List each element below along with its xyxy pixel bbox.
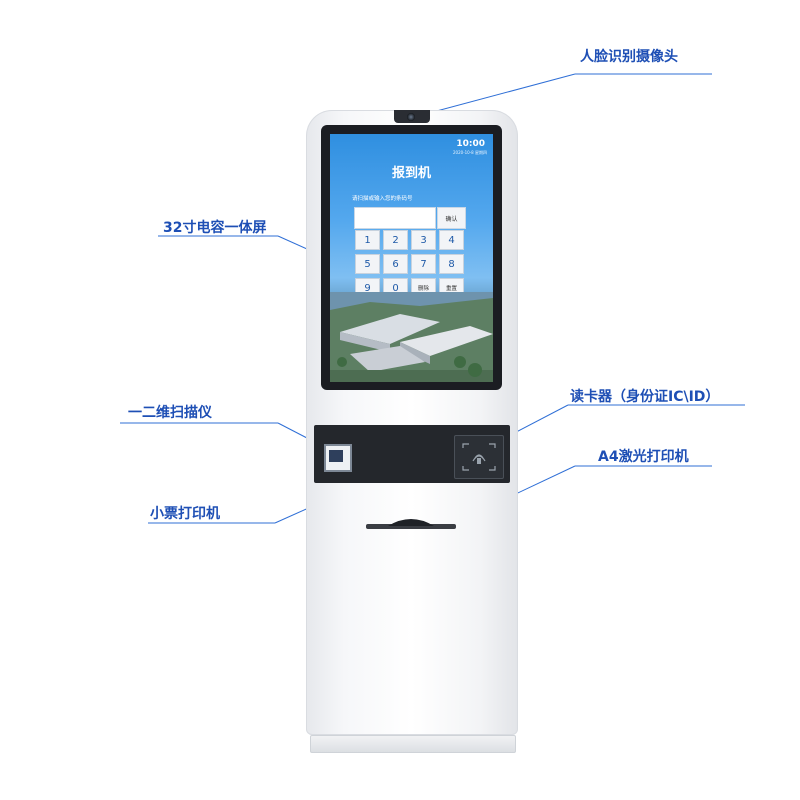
card-reader-icon (462, 443, 496, 471)
camera-lens-icon (407, 113, 415, 121)
key-2[interactable]: 2 (383, 230, 408, 250)
leader-face-camera-diag (417, 73, 576, 117)
screen-title: 报到机 (391, 166, 431, 181)
barcode-input[interactable] (354, 207, 436, 229)
key-6[interactable]: 6 (383, 254, 408, 274)
screen-date: 2020-10-8 星期四 (453, 150, 487, 155)
scanner-window-icon (329, 450, 343, 462)
callout-ticket-printer: 小票打印机 (150, 506, 220, 522)
card-reader (454, 435, 504, 479)
kiosk-base (310, 735, 516, 753)
key-7[interactable]: 7 (411, 254, 436, 274)
key-4[interactable]: 4 (439, 230, 464, 250)
key-3[interactable]: 3 (411, 230, 436, 250)
key-8[interactable]: 8 (439, 254, 464, 274)
key-1[interactable]: 1 (355, 230, 380, 250)
a4-printer-slot (366, 519, 456, 529)
screen-time: 10:00 (456, 139, 485, 149)
callout-face-camera: 人脸识别摄像头 (580, 49, 678, 65)
callout-screen: 32寸电容一体屏 (163, 220, 267, 236)
callout-a4-printer: A4激光打印机 (598, 449, 689, 465)
campus-background-image (330, 292, 493, 382)
screen-prompt: 请扫描或输入您的条码号 (352, 196, 413, 202)
confirm-button[interactable]: 确认 (437, 207, 466, 229)
key-5[interactable]: 5 (355, 254, 380, 274)
callout-card-reader: 读卡器（身份证IC\ID） (570, 389, 720, 405)
touch-screen: 10:00 2020-10-8 星期四 报到机 请扫描或输入您的条码号 确认 1… (330, 134, 493, 382)
callout-scanner: 一二维扫描仪 (128, 405, 212, 421)
